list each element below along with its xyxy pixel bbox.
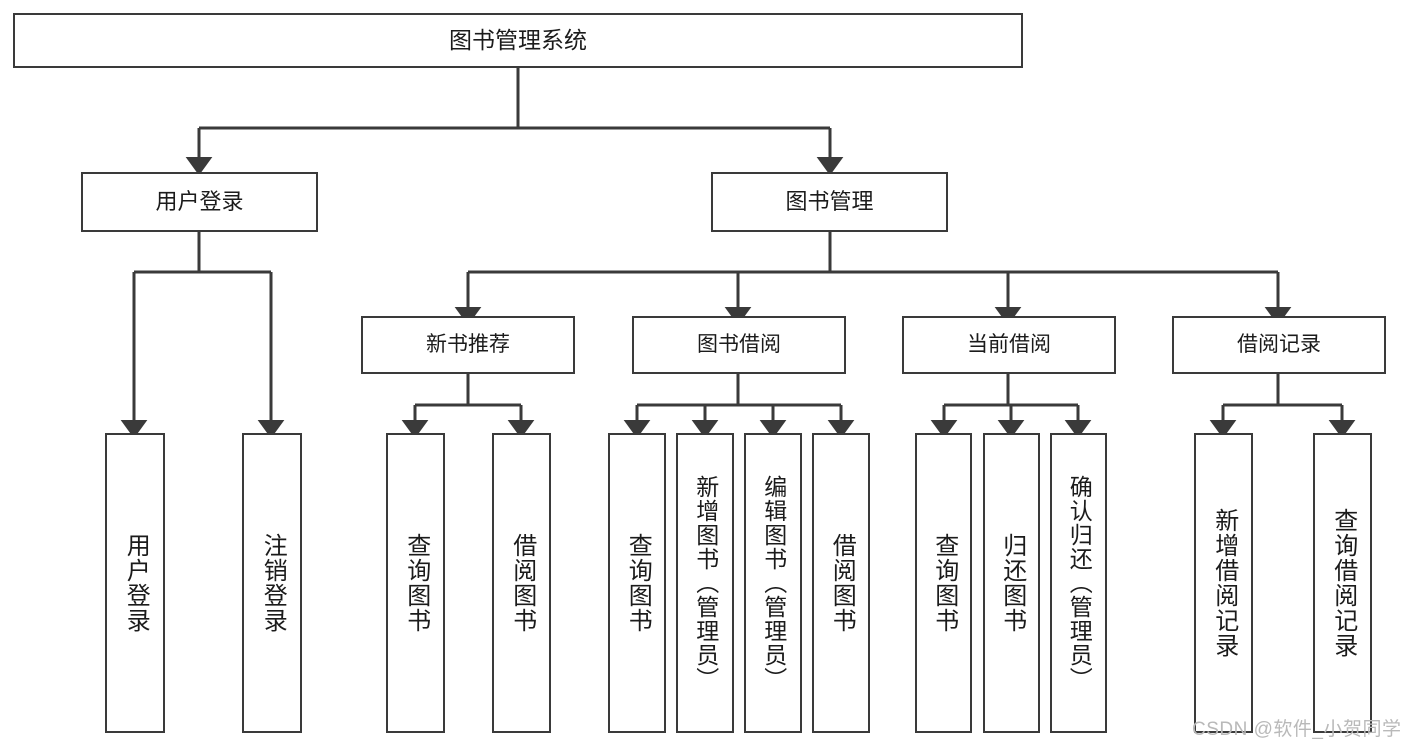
node-book-borrow-label: 图书借阅	[697, 332, 781, 356]
node-leaf-add-book[interactable]: 新增图书（管理员）	[676, 433, 734, 733]
node-new-book-rec[interactable]: 新书推荐	[361, 316, 575, 374]
node-user-login-label: 用户登录	[155, 189, 244, 215]
node-leaf-confirm-return-label: 确认归还（管理员）	[1066, 475, 1093, 691]
node-leaf-logout[interactable]: 注销登录	[242, 433, 302, 733]
node-leaf-query-book-2-label: 查询图书	[624, 533, 652, 633]
node-leaf-add-book-label: 新增图书（管理员）	[692, 475, 719, 691]
node-borrow-record[interactable]: 借阅记录	[1172, 316, 1386, 374]
watermark-text: CSDN @软件_小贺同学	[1192, 719, 1402, 740]
node-leaf-add-record[interactable]: 新增借阅记录	[1194, 433, 1253, 733]
node-leaf-query-record-label: 查询借阅记录	[1329, 508, 1357, 658]
node-leaf-borrow-book-2[interactable]: 借阅图书	[812, 433, 870, 733]
node-book-manage-label: 图书管理	[785, 189, 874, 215]
node-leaf-borrow-book-1-label: 借阅图书	[508, 533, 536, 633]
node-borrow-record-label: 借阅记录	[1237, 332, 1321, 356]
node-leaf-logout-label: 注销登录	[259, 533, 287, 633]
node-root-label: 图书管理系统	[449, 26, 587, 53]
node-root[interactable]: 图书管理系统	[13, 13, 1023, 68]
node-leaf-query-record[interactable]: 查询借阅记录	[1313, 433, 1372, 733]
node-book-manage[interactable]: 图书管理	[711, 172, 948, 232]
node-leaf-user-login-label: 用户登录	[122, 533, 150, 633]
node-leaf-query-book-1-label: 查询图书	[402, 533, 430, 633]
node-leaf-user-login[interactable]: 用户登录	[105, 433, 165, 733]
node-leaf-borrow-book-1[interactable]: 借阅图书	[492, 433, 551, 733]
node-leaf-query-book-3-label: 查询图书	[930, 533, 958, 633]
node-leaf-add-record-label: 新增借阅记录	[1210, 508, 1238, 658]
node-current-borrow[interactable]: 当前借阅	[902, 316, 1116, 374]
node-leaf-return-book[interactable]: 归还图书	[983, 433, 1040, 733]
node-current-borrow-label: 当前借阅	[967, 332, 1051, 356]
node-leaf-confirm-return[interactable]: 确认归还（管理员）	[1050, 433, 1107, 733]
node-leaf-query-book-2[interactable]: 查询图书	[608, 433, 666, 733]
node-leaf-return-book-label: 归还图书	[998, 533, 1026, 633]
node-user-login[interactable]: 用户登录	[81, 172, 318, 232]
node-book-borrow[interactable]: 图书借阅	[632, 316, 846, 374]
node-leaf-edit-book[interactable]: 编辑图书（管理员）	[744, 433, 802, 733]
node-leaf-borrow-book-2-label: 借阅图书	[828, 533, 856, 633]
node-new-book-rec-label: 新书推荐	[426, 332, 510, 356]
node-leaf-query-book-1[interactable]: 查询图书	[386, 433, 445, 733]
node-leaf-query-book-3[interactable]: 查询图书	[915, 433, 972, 733]
node-leaf-edit-book-label: 编辑图书（管理员）	[760, 475, 787, 691]
